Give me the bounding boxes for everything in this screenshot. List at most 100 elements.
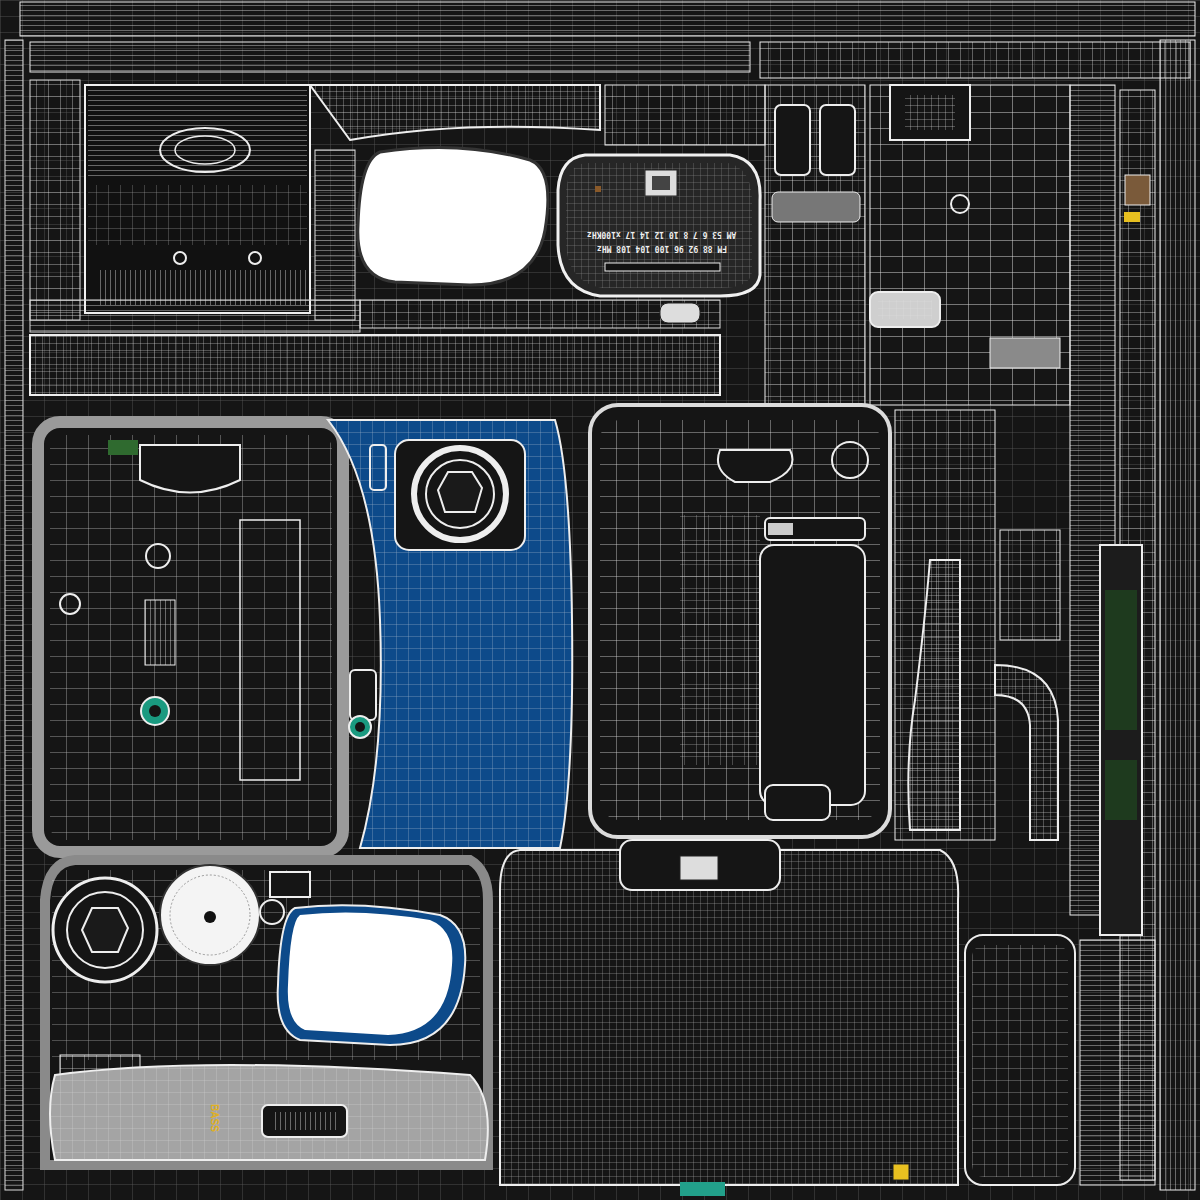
uv-island-mesh — [905, 95, 955, 130]
jack — [349, 716, 371, 738]
top-shell — [500, 850, 958, 1185]
rear-panel — [38, 422, 343, 852]
top-strip — [30, 42, 750, 72]
logo-badge — [718, 450, 793, 482]
uv-island — [890, 85, 970, 140]
speaker-ring — [175, 136, 235, 164]
slider — [765, 518, 865, 540]
speaker-cap — [82, 908, 128, 952]
grille-disc — [832, 442, 868, 478]
uv-island — [895, 410, 995, 840]
button — [820, 105, 855, 175]
uv-island — [30, 80, 80, 320]
uv-island-mesh — [972, 945, 1068, 1177]
part-patch — [108, 440, 138, 455]
screw — [260, 900, 284, 924]
window-island — [288, 912, 453, 1035]
side-panel-mesh — [600, 420, 880, 820]
button — [772, 192, 860, 222]
handle-base — [620, 840, 780, 890]
uv-island — [1000, 530, 1060, 640]
gear-disc — [170, 875, 250, 955]
speaker-cone — [53, 878, 157, 982]
slot — [270, 872, 310, 897]
part-patch — [893, 1164, 909, 1180]
dial-indicator — [645, 170, 677, 196]
vent — [145, 600, 175, 665]
uv-island — [965, 935, 1075, 1185]
door — [760, 545, 865, 805]
slot — [370, 445, 386, 490]
battery-latch — [272, 1112, 337, 1130]
uv-island — [908, 560, 960, 830]
button — [990, 338, 1060, 368]
tuning-dial — [558, 155, 760, 296]
gear-hub — [204, 911, 216, 923]
control-label: BASS — [209, 1104, 219, 1132]
switch — [350, 670, 376, 720]
bottom-panel-mesh — [52, 870, 480, 1060]
button — [870, 292, 940, 327]
button-mesh — [878, 300, 932, 319]
knob-tab — [660, 303, 700, 323]
uv-island-mesh — [88, 185, 307, 245]
uv-island — [765, 85, 865, 405]
button — [775, 105, 810, 175]
handle-island — [995, 665, 1058, 840]
part-patch — [680, 1182, 725, 1196]
left-strip — [5, 40, 23, 1190]
uv-island — [310, 85, 600, 140]
gear-disc — [160, 865, 260, 965]
uv-strip — [1080, 940, 1155, 1185]
speaker-mount — [395, 440, 525, 550]
uv-strip — [1100, 545, 1142, 935]
part-patch — [1125, 175, 1150, 205]
speaker-cone — [414, 448, 506, 540]
part-patch — [1124, 212, 1140, 222]
top-strip — [20, 2, 1195, 36]
dial-mark — [595, 186, 601, 192]
speaker-ring — [160, 128, 250, 172]
speaker-cone — [426, 460, 494, 528]
battery-door — [240, 520, 300, 780]
jack — [149, 705, 161, 717]
bottom-panel — [45, 860, 488, 1165]
top-shell-mesh — [500, 850, 958, 1185]
uv-island — [85, 85, 310, 313]
speaker-cone — [67, 892, 143, 968]
circuit-patch — [1105, 760, 1137, 820]
button — [680, 856, 718, 880]
rear-panel-mesh — [50, 435, 332, 840]
uv-island-mesh — [88, 90, 307, 180]
speaker-cap — [438, 472, 482, 512]
window-frame — [278, 905, 466, 1045]
tuning-dial-mesh — [566, 163, 752, 288]
jack — [355, 722, 365, 732]
battery-latch — [262, 1105, 347, 1137]
front-panel — [328, 420, 572, 848]
screw — [249, 252, 261, 264]
uv-band — [30, 335, 720, 395]
bottom-pad — [50, 1065, 488, 1160]
uv-island — [870, 85, 1070, 405]
slider-knob — [768, 523, 793, 535]
uv-strip — [1160, 40, 1195, 1190]
screw — [146, 544, 170, 568]
bottom-pad-mesh — [50, 1065, 488, 1160]
screw — [951, 195, 969, 213]
screw — [174, 252, 186, 264]
jack — [141, 697, 169, 725]
uv-island — [315, 150, 355, 320]
button — [765, 785, 830, 820]
uv-strip — [30, 300, 360, 332]
side-panel-mesh — [680, 515, 760, 765]
top-strip — [760, 42, 1190, 78]
side-panel — [590, 405, 890, 837]
circuit-patch — [1105, 590, 1137, 730]
front-panel-mesh — [328, 420, 572, 848]
dial-scale: FM 88 92 96 100 104 108 MHz — [597, 244, 727, 252]
